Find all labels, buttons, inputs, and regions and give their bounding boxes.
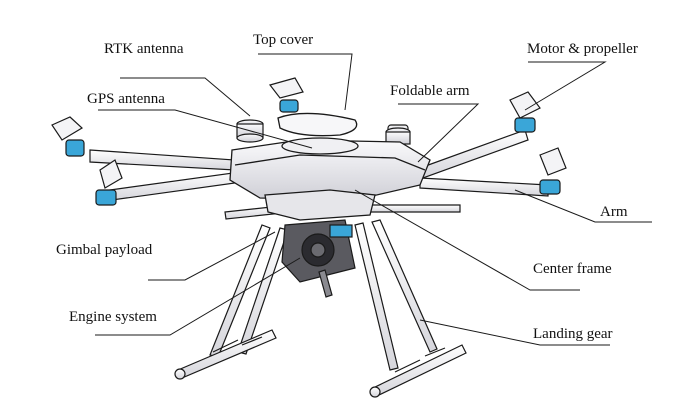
center-frame xyxy=(229,112,431,221)
motors-propellers xyxy=(51,77,567,206)
landing-gear xyxy=(174,219,467,398)
label-rtk-antenna: RTK antenna xyxy=(104,41,184,57)
label-center-frame: Center frame xyxy=(533,261,612,277)
leader-lines xyxy=(95,53,652,346)
label-gps-antenna: GPS antenna xyxy=(87,91,165,107)
label-landing-gear: Landing gear xyxy=(533,326,613,342)
label-arm: Arm xyxy=(600,204,628,220)
label-foldable-arm: Foldable arm xyxy=(390,83,470,99)
label-motor-propeller: Motor & propeller xyxy=(527,41,638,57)
gimbal-engine xyxy=(281,219,356,298)
label-engine-system: Engine system xyxy=(69,309,157,325)
label-gimbal-payload: Gimbal payload xyxy=(56,242,153,258)
label-top-cover: Top cover xyxy=(253,32,314,48)
